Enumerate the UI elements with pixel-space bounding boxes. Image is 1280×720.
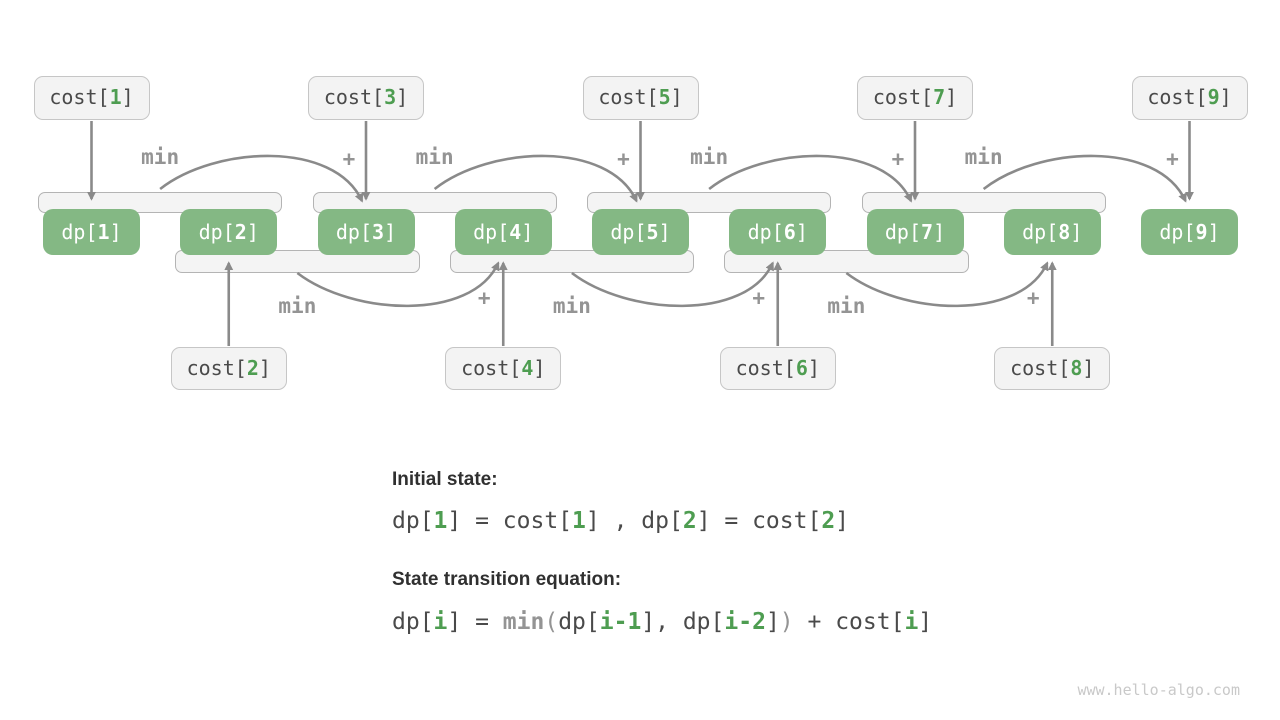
equation-segment: 1 (433, 508, 448, 534)
index-value: 3 (372, 220, 385, 244)
min-label-top-5-6: min (690, 145, 729, 169)
index-value: 5 (646, 220, 659, 244)
dp-box-9: dp[9] (1141, 209, 1238, 255)
index-value: 3 (384, 85, 397, 109)
index-value: 6 (783, 220, 796, 244)
index-value: 8 (1070, 356, 1083, 380)
equation-segment: dp[ (558, 609, 600, 635)
cost-box-3: cost[3] (308, 76, 424, 120)
equation-segment: + cost[ (793, 609, 905, 635)
watermark: www.hello-algo.com (1077, 681, 1240, 699)
index-value: 6 (795, 356, 808, 380)
cost-box-7: cost[7] (857, 76, 973, 120)
min-label-top-1-2: min (141, 145, 180, 169)
equation-segment: 2 (682, 508, 697, 534)
index-value: 4 (509, 220, 522, 244)
plus-label-cost-6: + (752, 286, 766, 310)
equation-segment: ], dp[ (641, 609, 725, 635)
bracket-top-3-4 (312, 192, 557, 213)
index-value: 8 (1058, 220, 1071, 244)
plus-label-cost-9: + (1166, 147, 1179, 171)
dp-box-2: dp[2] (180, 209, 278, 255)
bracket-bottom-4-5 (449, 250, 694, 273)
cost-box-8: cost[8] (994, 347, 1111, 390)
equation-segment: ] = (447, 609, 503, 635)
bracket-top-1-2 (38, 192, 283, 213)
index-value: 9 (1195, 220, 1208, 244)
bracket-bottom-2-3 (175, 250, 420, 273)
dp-box-4: dp[4] (454, 209, 552, 255)
bracket-top-7-8 (861, 192, 1106, 213)
dp-box-6: dp[6] (729, 209, 827, 255)
index-value: 9 (1207, 85, 1220, 109)
curve-min-top-3-4-to-dp-5 (433, 154, 638, 203)
plus-label-cost-3: + (342, 147, 356, 171)
dp-box-5: dp[5] (592, 209, 689, 255)
cost-box-2: cost[2] (170, 347, 287, 390)
cost-box-5: cost[5] (582, 76, 699, 120)
plus-label-cost-8: + (1026, 286, 1040, 310)
cost-box-1: cost[1] (33, 76, 150, 120)
equation-segment: ( (544, 609, 559, 635)
initial-state-equation: dp[1] = cost[1] , dp[2] = cost[2] (392, 508, 849, 534)
index-value: 1 (97, 220, 110, 244)
equation-segment: i (904, 609, 919, 635)
dp-box-3: dp[3] (317, 209, 415, 255)
dp-box-8: dp[8] (1003, 209, 1101, 255)
index-value: 1 (109, 85, 122, 109)
index-value: 4 (521, 356, 534, 380)
equation-segment: ] = cost[ (696, 508, 822, 534)
equation-segment: ) (779, 609, 794, 635)
curve-min-bottom-6-7-to-dp-8 (845, 261, 1049, 308)
index-value: 2 (246, 356, 259, 380)
transition-equation: dp[i] = min(dp[i-1], dp[i-2]) + cost[i] (392, 609, 932, 635)
curve-min-top-7-8-to-dp-9 (982, 154, 1187, 203)
equation-segment: 2 (821, 508, 836, 534)
bracket-bottom-6-7 (724, 250, 969, 273)
equation-segment: ] , dp[ (585, 508, 683, 534)
plus-label-cost-7: + (891, 147, 905, 171)
cost-box-4: cost[4] (445, 347, 562, 390)
curve-min-bottom-2-3-to-dp-4 (296, 261, 500, 308)
dp-box-7: dp[7] (866, 209, 964, 255)
equation-segment: 1 (572, 508, 586, 534)
equation-segment: dp[ (392, 609, 434, 635)
min-label-bottom-2-3: min (278, 294, 317, 318)
index-value: 2 (234, 220, 247, 244)
equation-segment: ] = cost[ (447, 508, 573, 534)
cost-box-9: cost[9] (1131, 76, 1248, 120)
dp-box-1: dp[1] (43, 209, 140, 255)
index-value: 7 (933, 85, 946, 109)
cost-box-6: cost[6] (719, 347, 836, 390)
equation-segment: i (433, 609, 448, 635)
equation-segment: i-2 (724, 609, 766, 635)
index-value: 7 (921, 220, 934, 244)
curve-min-top-5-6-to-dp-7 (708, 154, 913, 203)
plus-label-cost-4: + (477, 286, 491, 310)
min-label-bottom-4-5: min (552, 294, 591, 318)
equation-segment: i-1 (599, 609, 642, 635)
equation-segment: ] (918, 609, 933, 635)
min-label-top-7-8: min (964, 145, 1003, 169)
plus-label-cost-5: + (617, 147, 630, 171)
min-label-bottom-6-7: min (827, 294, 866, 318)
transition-equation-title: State transition equation: (392, 569, 622, 590)
bracket-top-5-6 (587, 192, 832, 213)
min-label-top-3-4: min (415, 145, 454, 169)
curve-min-bottom-4-5-to-dp-6 (571, 261, 774, 308)
initial-state-title: Initial state: (392, 469, 498, 490)
curve-min-top-1-2-to-dp-3 (159, 154, 364, 203)
index-value: 5 (658, 85, 671, 109)
equation-segment: ] (835, 508, 850, 534)
equation-segment: ] (765, 609, 780, 635)
equation-segment: min (502, 609, 545, 635)
equation-segment: dp[ (392, 508, 434, 534)
